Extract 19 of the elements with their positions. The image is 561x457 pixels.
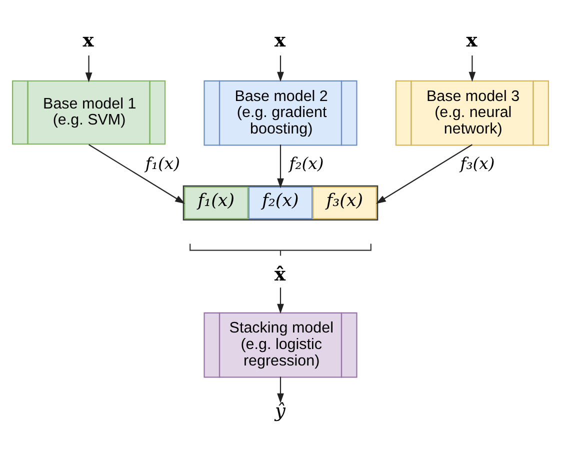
node-text: ŷ xyxy=(275,401,286,422)
node-text: x xyxy=(82,30,94,52)
arrow xyxy=(277,144,284,188)
edge-label: f₃(x) xyxy=(460,154,495,174)
node-box: f₂(x) xyxy=(248,186,313,220)
node-text: x̂ xyxy=(274,264,286,286)
arrow xyxy=(277,288,284,314)
node-box: f₃(x) xyxy=(312,186,377,220)
arrow xyxy=(277,376,284,404)
arrow xyxy=(88,144,185,204)
arrow xyxy=(85,56,92,82)
arrow xyxy=(376,144,472,204)
node-text: x xyxy=(466,30,478,52)
edge-label: f₂(x) xyxy=(289,154,324,174)
arrow xyxy=(277,56,284,82)
edge-label: f₁(x) xyxy=(145,154,180,174)
node-text: x xyxy=(274,30,286,52)
node-box: f₁(x) xyxy=(184,186,248,220)
arrow xyxy=(468,56,476,82)
